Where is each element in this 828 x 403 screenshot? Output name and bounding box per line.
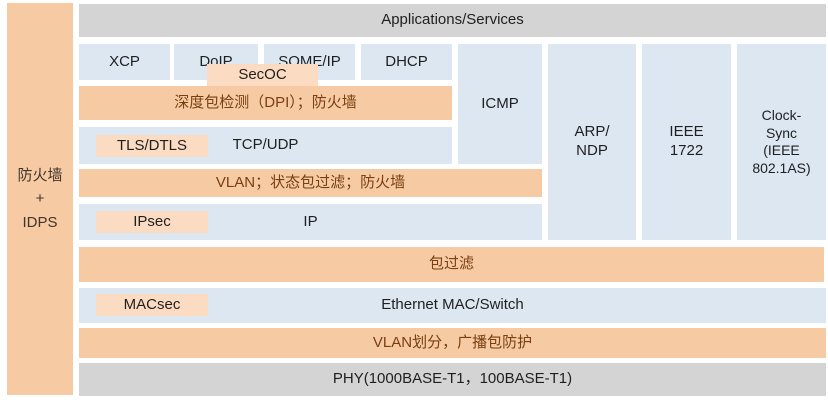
- firewall-idps-sidebar: 防火墙 + IDPS: [7, 3, 73, 395]
- ethernet-row: Ethernet MAC/Switch: [79, 288, 826, 323]
- ieee1722-column: IEEE 1722: [642, 44, 731, 240]
- vlan-partition-row: VLAN划分，广播包防护: [79, 328, 826, 358]
- ipsec-box: IPsec: [96, 211, 208, 233]
- xcp-box: XCP: [79, 44, 170, 80]
- clock-sync-column: Clock- Sync (IEEE 802.1AS): [737, 44, 826, 240]
- icmp-column: ICMP: [458, 44, 542, 164]
- ethernet-label: Ethernet MAC/Switch: [381, 296, 524, 314]
- applications-services-bar: Applications/Services: [79, 4, 826, 37]
- macsec-box: MACsec: [96, 294, 208, 316]
- vlan-stateful-firewall-row: VLAN；状态包过滤；防火墙: [79, 169, 542, 197]
- arp-ndp-column: ARP/ NDP: [548, 44, 636, 240]
- secoc-overlay: SecOC: [207, 64, 318, 86]
- tls-dtls-box: TLS/DTLS: [96, 135, 208, 157]
- ip-label: IP: [303, 212, 318, 230]
- phy-row: PHY(1000BASE-T1，100BASE-T1): [79, 363, 826, 396]
- dhcp-box: DHCP: [361, 44, 452, 80]
- tcpudp-label: TCP/UDP: [232, 136, 299, 154]
- packet-filter-row: 包过滤: [79, 247, 824, 282]
- dpi-firewall-row: 深度包检测（DPI）；防火墙: [79, 86, 452, 120]
